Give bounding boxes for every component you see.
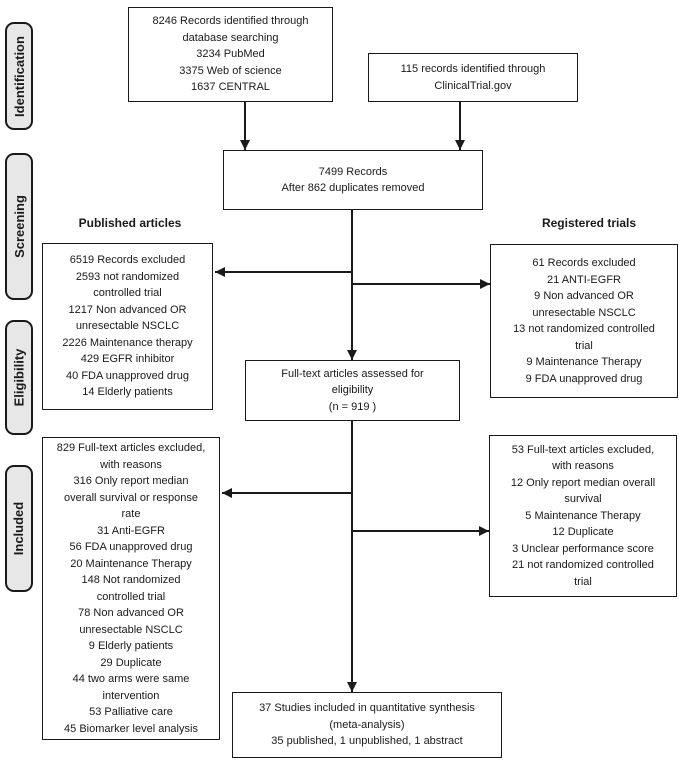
box-records-excluded-published: 6519 Records excluded 2593 not randomize… [42,243,213,410]
stage-tab-label: Identification [11,35,27,117]
box-records-identified-clinicaltrial: 115 records identified through ClinicalT… [368,53,578,102]
box-studies-included-synthesis: 37 Studies included in quantitative synt… [232,692,502,758]
column-header-published-articles: Published articles [78,216,182,230]
stage-tab-eligibility: Eligibility [5,320,33,435]
box-fulltext-excluded-published: 829 Full-text articles excluded, with re… [42,437,220,740]
stage-tab-identification: Identification [5,22,33,130]
stage-tab-label: Screening [11,195,27,258]
stage-tab-included: Included [5,465,33,592]
stage-tab-label: Included [11,501,27,556]
box-fulltext-excluded-registered: 53 Full-text articles excluded, with rea… [489,435,677,597]
stage-tab-screening: Screening [5,153,33,300]
stage-tab-label: Eligibility [11,348,27,407]
column-header-registered-trials: Registered trials [541,216,637,230]
box-records-after-duplicates-removed: 7499 Records After 862 duplicates remove… [223,150,483,210]
box-fulltext-assessed-eligibility: Full-text articles assessed for eligibil… [245,360,460,421]
box-records-identified-database: 8246 Records identified through database… [128,7,333,102]
box-records-excluded-registered: 61 Records excluded 21 ANTI-EGFR 9 Non a… [490,244,678,398]
